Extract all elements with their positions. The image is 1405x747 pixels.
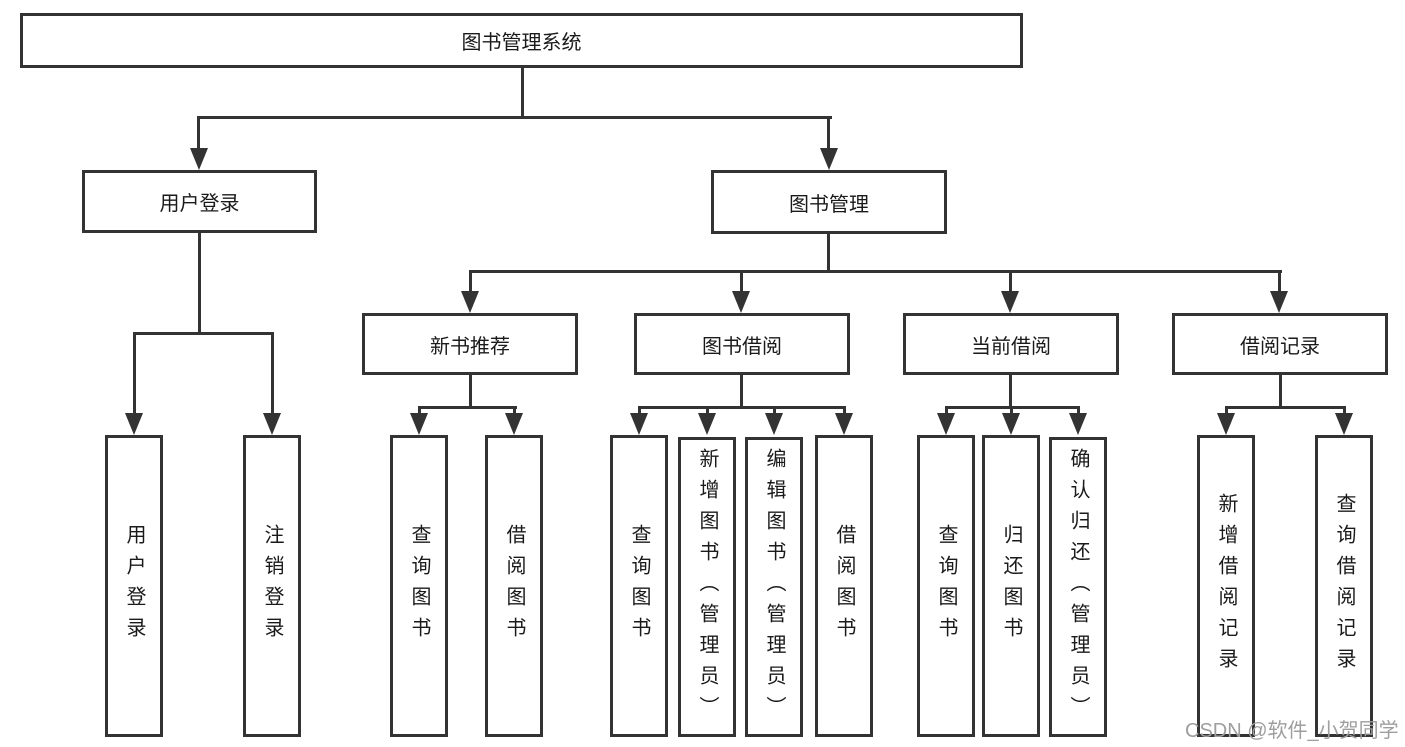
leaf-label: 借阅图书: [833, 524, 855, 648]
arrow-down-icon: [1270, 291, 1288, 313]
leaf-label: 新增图书（管理员）: [696, 447, 718, 727]
arrow-down-icon: [505, 413, 523, 435]
connector-vline: [740, 375, 743, 408]
leaf-user-login: 用户登录: [105, 435, 163, 737]
leaf-label: 新增借阅记录: [1215, 493, 1237, 679]
arrow-down-icon: [1335, 413, 1353, 435]
leaf-label: 用户登录: [123, 524, 145, 648]
connector-vline: [197, 116, 200, 152]
arrow-down-icon: [630, 413, 648, 435]
node-book-borrowing: 图书借阅: [634, 313, 850, 375]
connector-vline: [521, 68, 524, 119]
connector-vline: [740, 270, 743, 295]
connector-vline: [1225, 406, 1228, 418]
leaf-label: 编辑图书（管理员）: [763, 447, 785, 727]
arrow-down-icon: [732, 291, 750, 313]
node-library-management-system: 图书管理系统: [20, 13, 1023, 68]
leaf-label: 借阅图书: [503, 524, 525, 648]
connector-vline: [1343, 406, 1346, 418]
node-label: 当前借阅: [971, 335, 1051, 358]
leaf-return-books: 归还图书: [982, 435, 1040, 737]
connector-vline: [133, 332, 136, 417]
connector-vline: [638, 406, 641, 418]
connector-hline: [469, 270, 1282, 273]
connector-vline: [271, 332, 274, 417]
node-label: 图书管理: [789, 193, 869, 216]
node-label: 图书借阅: [702, 335, 782, 358]
arrow-down-icon: [1001, 291, 1019, 313]
node-label: 借阅记录: [1240, 335, 1320, 358]
leaf-label: 归还图书: [1000, 524, 1022, 648]
arrow-down-icon: [835, 413, 853, 435]
leaf-edit-book-admin: 编辑图书（管理员）: [745, 437, 803, 737]
leaf-borrow-books-recommend: 借阅图书: [485, 435, 543, 737]
arrow-down-icon: [410, 413, 428, 435]
leaf-label: 查询借阅记录: [1333, 493, 1355, 679]
leaf-add-borrow-record: 新增借阅记录: [1197, 435, 1255, 737]
arrow-down-icon: [125, 413, 143, 435]
node-current-borrowing: 当前借阅: [903, 313, 1119, 375]
leaf-label: 查询图书: [935, 524, 957, 648]
leaf-confirm-return-admin: 确认归还（管理员）: [1049, 437, 1107, 737]
connector-vline: [945, 406, 948, 418]
arrow-down-icon: [937, 413, 955, 435]
connector-vline: [773, 406, 776, 418]
leaf-query-books-borrowing: 查询图书: [610, 435, 668, 737]
connector-vline: [418, 406, 421, 418]
leaf-label: 查询图书: [408, 524, 430, 648]
connector-vline: [1010, 406, 1013, 418]
leaf-add-book-admin: 新增图书（管理员）: [678, 437, 736, 737]
node-user-login: 用户登录: [82, 170, 317, 233]
leaf-label: 确认归还（管理员）: [1067, 447, 1089, 727]
connector-hline: [638, 406, 846, 409]
node-borrowing-records: 借阅记录: [1172, 313, 1388, 375]
leaf-query-books-recommend: 查询图书: [390, 435, 448, 737]
leaf-label: 查询图书: [628, 524, 650, 648]
node-label: 新书推荐: [430, 335, 510, 358]
node-label: 图书管理系统: [461, 32, 582, 54]
node-book-management: 图书管理: [711, 170, 947, 234]
connector-vline: [827, 116, 830, 152]
arrow-down-icon: [1217, 413, 1235, 435]
connector-hline: [1225, 406, 1346, 409]
arrow-down-icon: [820, 148, 838, 170]
connector-vline: [1279, 375, 1282, 408]
arrow-down-icon: [461, 291, 479, 313]
connector-hline: [418, 406, 517, 409]
arrow-down-icon: [698, 413, 716, 435]
leaf-logout: 注销登录: [243, 435, 301, 737]
leaf-label: 注销登录: [261, 524, 283, 648]
watermark: CSDN @软件_小贺同学: [1185, 720, 1399, 742]
connector-hline: [197, 116, 832, 119]
arrow-down-icon: [190, 148, 208, 170]
connector-vline: [1278, 270, 1281, 295]
connector-hline: [133, 332, 274, 335]
connector-vline: [469, 375, 472, 408]
arrow-down-icon: [765, 413, 783, 435]
arrow-down-icon: [1069, 413, 1087, 435]
leaf-query-borrow-record: 查询借阅记录: [1315, 435, 1373, 737]
arrow-down-icon: [263, 413, 281, 435]
node-new-book-recommendation: 新书推荐: [362, 313, 578, 375]
connector-vline: [843, 406, 846, 418]
connector-vline: [469, 270, 472, 295]
leaf-borrow-books-borrowing: 借阅图书: [815, 435, 873, 737]
connector-vline: [1077, 406, 1080, 418]
node-label: 用户登录: [159, 193, 240, 215]
connector-vline: [513, 406, 516, 418]
connector-vline: [827, 234, 830, 272]
connector-vline: [198, 233, 201, 334]
connector-vline: [706, 406, 709, 418]
connector-vline: [1009, 270, 1012, 295]
connector-vline: [1009, 375, 1012, 408]
leaf-query-books-current: 查询图书: [917, 435, 975, 737]
arrow-down-icon: [1002, 413, 1020, 435]
